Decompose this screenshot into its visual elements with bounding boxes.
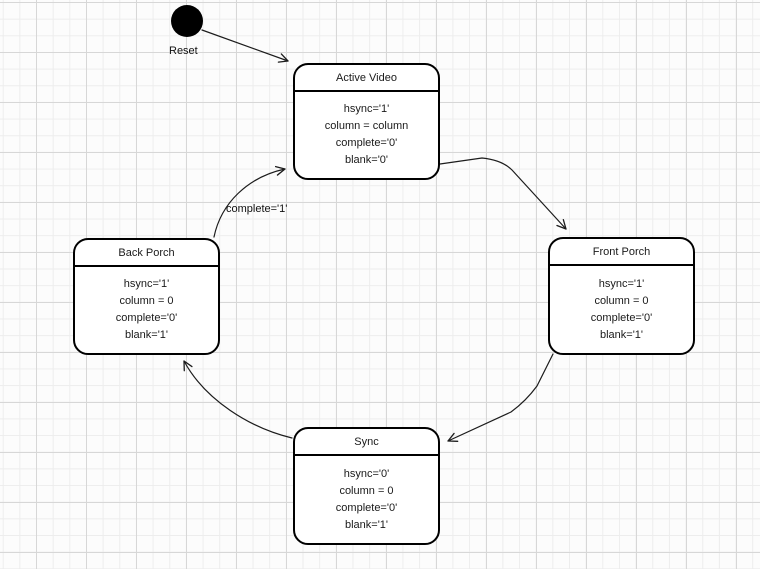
state-attributes-front-porch: hsync='1' column = 0 complete='0' blank=… <box>550 266 693 353</box>
state-attribute: column = 0 <box>339 484 394 497</box>
state-attributes-active-video: hsync='1' column = column complete='0' b… <box>295 92 438 178</box>
state-attribute: hsync='0' <box>343 467 390 480</box>
state-attribute: column = 0 <box>594 294 649 307</box>
transition-back-porch-to-active-video[interactable] <box>213 165 286 238</box>
transition-sync-to-back-porch[interactable] <box>183 360 293 439</box>
state-sync[interactable]: Sync hsync='0' column = 0 complete='0' b… <box>293 427 440 545</box>
state-attribute: hsync='1' <box>123 278 170 290</box>
state-title-sync: Sync <box>295 429 438 456</box>
state-attributes-sync: hsync='0' column = 0 complete='0' blank=… <box>295 456 438 543</box>
state-attribute: complete='0' <box>335 137 398 149</box>
transition-front-porch-to-sync[interactable] <box>447 353 554 442</box>
state-active-video[interactable]: Active Video hsync='1' column = column c… <box>293 63 440 180</box>
state-title-front-porch: Front Porch <box>550 239 693 266</box>
state-attribute: blank='1' <box>599 328 644 341</box>
state-attribute: complete='0' <box>115 312 178 324</box>
state-attribute: complete='0' <box>335 501 398 514</box>
state-attributes-back-porch: hsync='1' column = 0 complete='0' blank=… <box>75 267 218 353</box>
transition-active-video-to-front-porch[interactable] <box>439 157 567 230</box>
state-title-back-porch: Back Porch <box>75 240 218 267</box>
state-title-active-video: Active Video <box>295 65 438 92</box>
state-attribute: hsync='1' <box>598 277 645 290</box>
state-attribute: column = column <box>324 120 409 132</box>
state-front-porch[interactable]: Front Porch hsync='1' column = 0 complet… <box>548 237 695 355</box>
state-attribute: complete='0' <box>590 311 653 324</box>
state-attribute: hsync='1' <box>343 103 390 115</box>
state-attribute: column = 0 <box>119 295 174 307</box>
state-back-porch[interactable]: Back Porch hsync='1' column = 0 complete… <box>73 238 220 355</box>
initial-state-dot[interactable] <box>171 5 203 37</box>
state-attribute: blank='1' <box>344 518 389 531</box>
transition-initial-to-active-video[interactable] <box>201 29 289 63</box>
state-attribute: blank='1' <box>124 329 169 341</box>
state-attribute: blank='0' <box>344 154 389 166</box>
initial-state-label: Reset <box>169 45 198 57</box>
transition-label-complete[interactable]: complete='1' <box>226 203 288 215</box>
